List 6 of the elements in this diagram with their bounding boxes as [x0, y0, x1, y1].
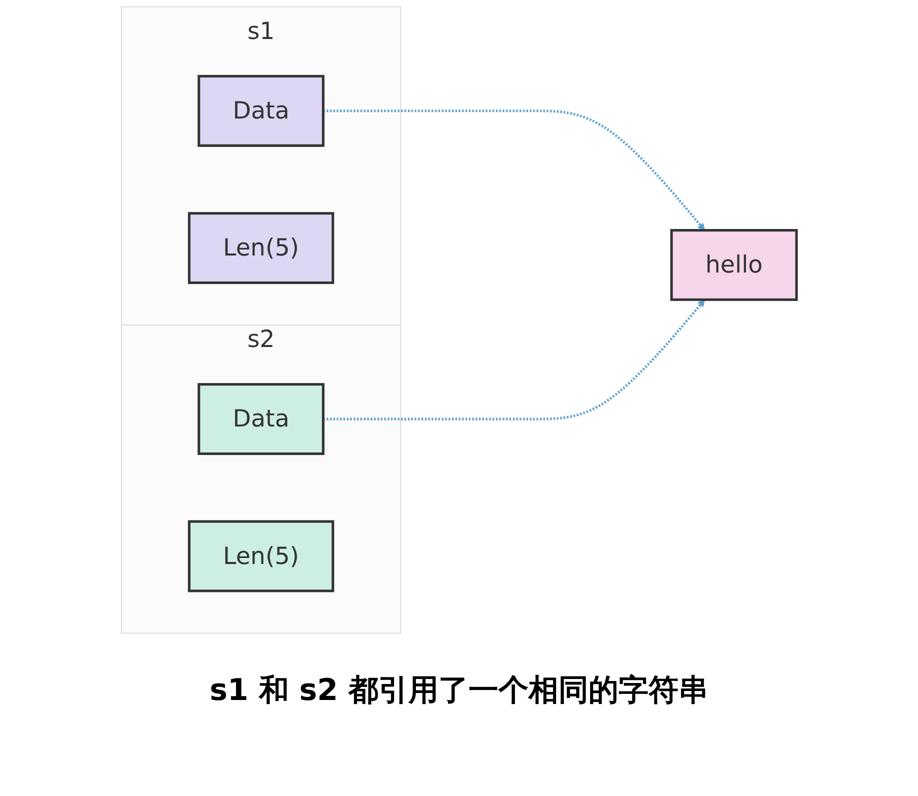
- node-box: Data: [198, 383, 324, 456]
- node-box: hello: [670, 229, 798, 301]
- node-box: Data: [198, 74, 324, 147]
- node-box: Len(5): [188, 520, 334, 592]
- node-box: Len(5): [188, 212, 334, 284]
- caption: s1 和 s2 都引用了一个相同的字符串: [210, 672, 708, 710]
